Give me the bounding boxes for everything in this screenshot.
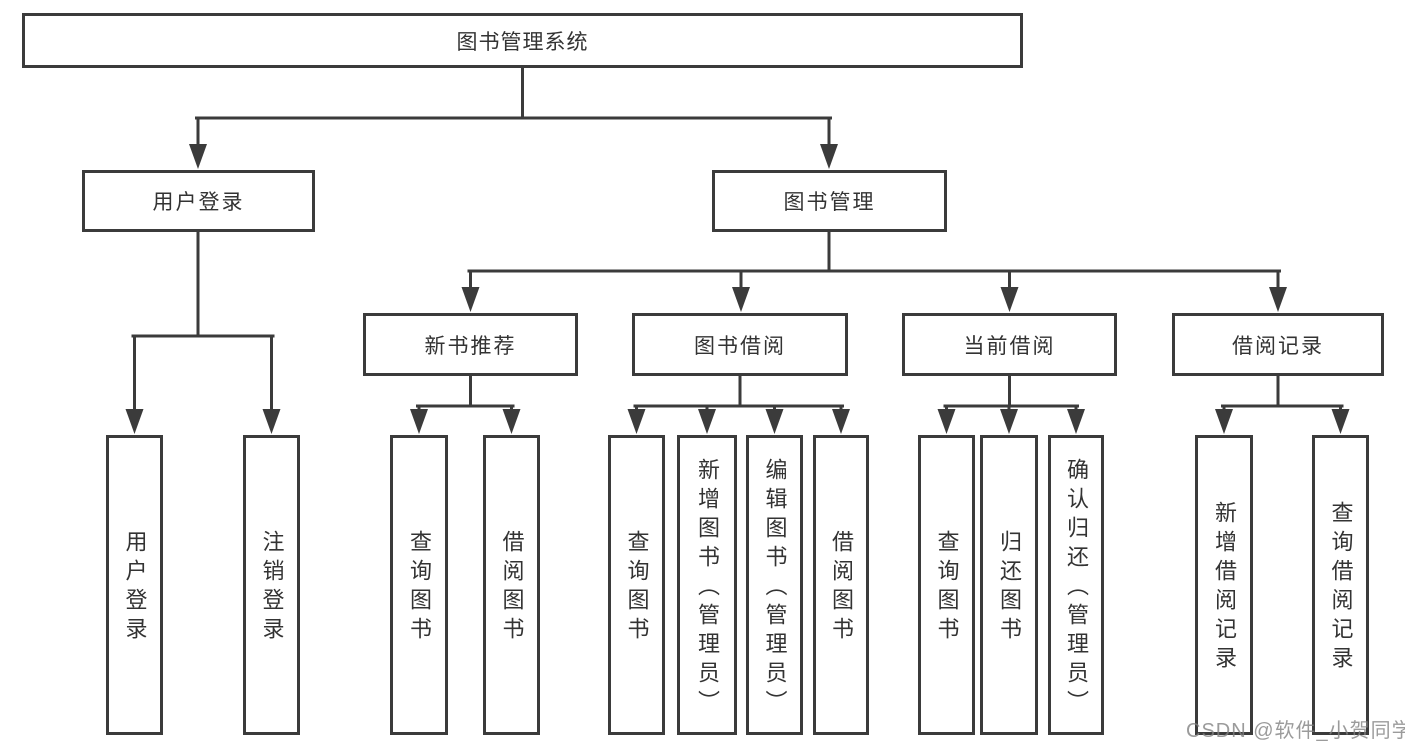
arrowhead-down-icon — [461, 287, 480, 312]
arrowhead-down-icon — [698, 409, 716, 434]
arrowhead-down-icon — [1331, 409, 1350, 434]
node-leaf-borrow-books: 借阅图书 — [813, 435, 869, 735]
node-leaf-return-books: 归还图书 — [980, 435, 1038, 735]
node-label: 新书推荐 — [424, 334, 517, 358]
node-label: 借阅图书 — [829, 530, 854, 646]
node-leaf-edit-books-admin: 编辑图书（管理员） — [746, 435, 803, 735]
node-label: 查询图书 — [934, 530, 960, 646]
node-label: 新增图书（管理员） — [695, 457, 720, 719]
node-leaf-add-books-admin: 新增图书（管理员） — [677, 435, 737, 735]
node-label: 图书借阅 — [694, 334, 786, 358]
node-label: 当前借阅 — [963, 334, 1056, 358]
node-label: 确认归还（管理员） — [1064, 457, 1089, 719]
node-leaf-user-login: 用户登录 — [106, 435, 163, 735]
arrowhead-down-icon — [189, 144, 207, 169]
node-book-management-branch: 图书管理 — [712, 170, 947, 232]
node-user-login-branch: 用户登录 — [82, 170, 315, 232]
node-book-borrow: 图书借阅 — [632, 313, 848, 376]
arrowhead-down-icon — [1000, 287, 1019, 312]
arrowhead-down-icon — [937, 409, 956, 434]
arrowhead-down-icon — [832, 409, 850, 434]
node-label: 查询图书 — [624, 530, 650, 646]
node-label: 用户登录 — [152, 191, 245, 214]
node-label: 归还图书 — [997, 530, 1022, 646]
node-leaf-confirm-return-admin: 确认归还（管理员） — [1048, 435, 1104, 735]
arrowhead-down-icon — [125, 409, 144, 434]
arrowhead-down-icon — [410, 409, 428, 434]
node-leaf-add-borrow-record: 新增借阅记录 — [1195, 435, 1253, 735]
node-label: 用户登录 — [122, 530, 148, 646]
node-leaf-logout: 注销登录 — [243, 435, 300, 735]
node-label: 图书管理系统 — [456, 30, 589, 54]
watermark: CSDN @软件_小贺同学 — [1186, 720, 1405, 742]
node-label: 编辑图书（管理员） — [762, 457, 788, 719]
node-leaf-query-books-current: 查询图书 — [918, 435, 975, 735]
node-label: 图书管理 — [783, 191, 876, 214]
arrowhead-down-icon — [1067, 409, 1085, 434]
arrowhead-down-icon — [262, 409, 281, 434]
node-label: 借阅图书 — [499, 530, 525, 646]
arrowhead-down-icon — [765, 409, 784, 434]
node-leaf-borrow-books-recommend: 借阅图书 — [483, 435, 540, 735]
arrowhead-down-icon — [732, 287, 750, 312]
node-label: 查询图书 — [407, 530, 432, 646]
node-library-management-system: 图书管理系统 — [22, 13, 1023, 68]
node-leaf-query-borrow-record: 查询借阅记录 — [1312, 435, 1369, 735]
node-label: 注销登录 — [259, 530, 285, 646]
node-leaf-query-books-borrow: 查询图书 — [608, 435, 665, 735]
node-leaf-query-books-recommend: 查询图书 — [390, 435, 448, 735]
arrowhead-down-icon — [1215, 409, 1233, 434]
arrowhead-down-icon — [627, 409, 646, 434]
node-label: 查询借阅记录 — [1328, 501, 1354, 675]
node-new-book-recommend: 新书推荐 — [363, 313, 578, 376]
node-borrow-records: 借阅记录 — [1172, 313, 1384, 376]
node-label: 新增借阅记录 — [1212, 501, 1237, 675]
arrowhead-down-icon — [502, 409, 521, 434]
arrowhead-down-icon — [820, 144, 838, 169]
node-current-borrow: 当前借阅 — [902, 313, 1117, 376]
arrowhead-down-icon — [1269, 287, 1287, 312]
arrowhead-down-icon — [1000, 409, 1018, 434]
node-label: 借阅记录 — [1232, 334, 1324, 358]
